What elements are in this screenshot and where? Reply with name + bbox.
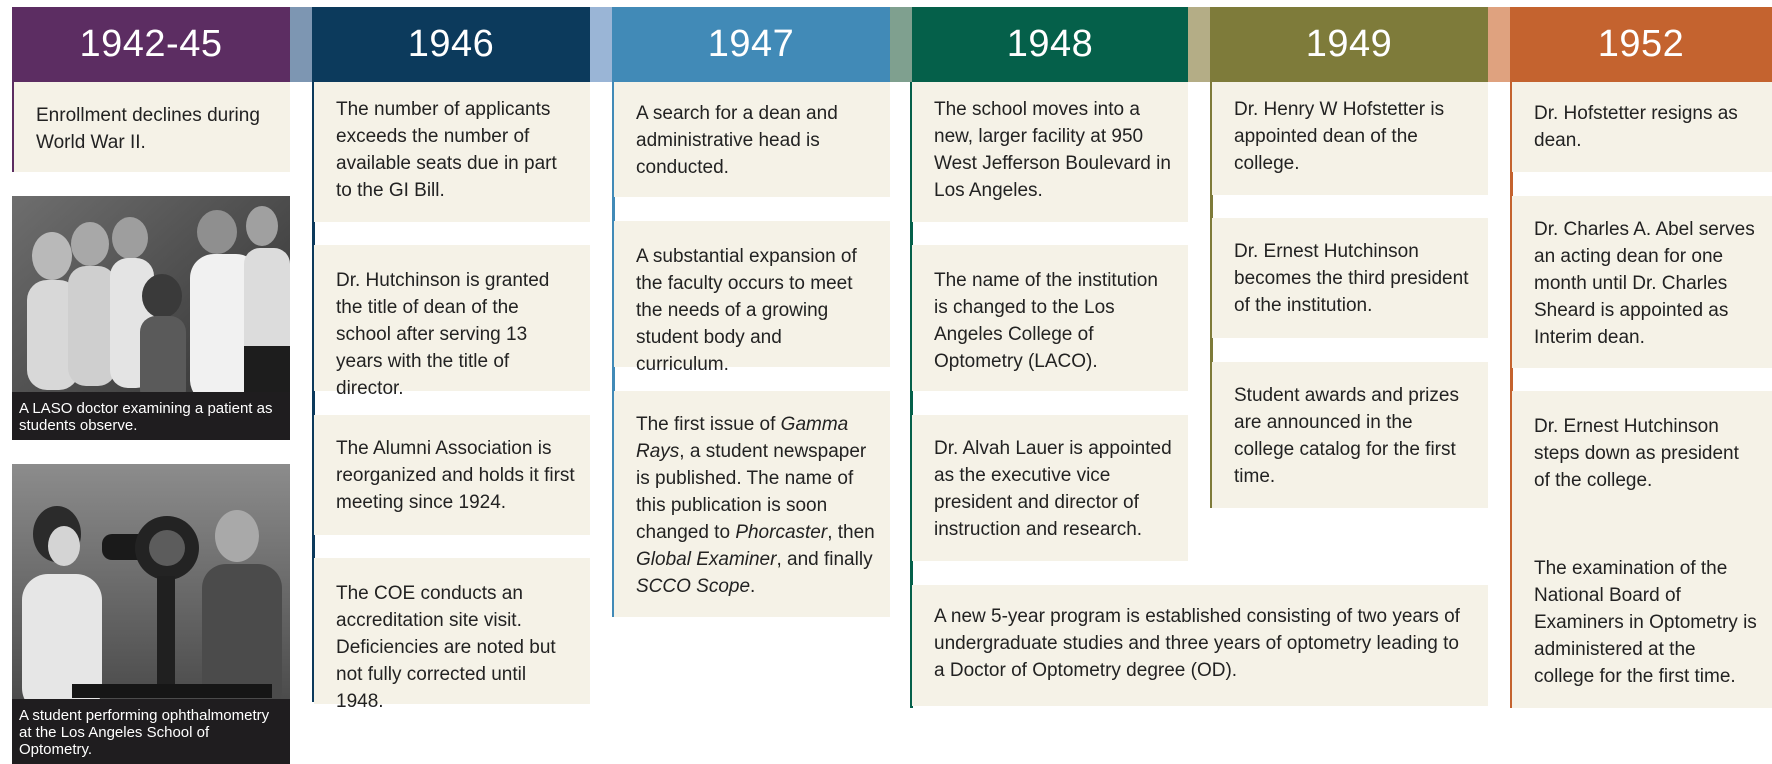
event-card: Dr. Hutchinson is granted the title of d… [314,245,590,399]
event-card: The school moves into a new, larger faci… [912,82,1188,222]
header-gap [1188,7,1210,82]
event-card: The number of applicants exceeds the num… [314,82,590,222]
event-card: Dr. Henry W Hofstetter is appointed dean… [1212,82,1488,195]
photo-ophthalmometry: A student performing ophthalmometry at t… [12,464,290,764]
event-card: A substantial expansion of the faculty o… [614,221,890,375]
event-card: Dr. Charles A. Abel serves an acting dea… [1512,196,1772,368]
event-card: Dr. Ernest Hutchinson steps down as pres… [1512,391,1772,537]
timeline-line-1942 [12,82,15,172]
timeline-line-1946 [312,82,315,702]
timeline-line-1952 [1510,82,1513,708]
timeline-line-1948 [910,82,913,708]
header-band-1942 [12,7,290,82]
photo-caption: A student performing ophthalmometry at t… [12,699,290,764]
event-card: Dr. Alvah Lauer is appointed as the exec… [912,415,1188,561]
header-gap [290,7,312,82]
gamma-text: , then [827,522,875,543]
gamma-text: . [750,576,756,597]
event-card: Student awards and prizes are announced … [1212,362,1488,508]
event-card: The first issue of Gamma Rays, a student… [614,391,890,617]
header-gap [590,7,612,82]
timeline-line-1947 [612,82,615,617]
header-band-1948 [912,7,1210,82]
event-card: The COE conducts an accreditation site v… [314,558,590,712]
global-examiner-title: Global Examiner [636,549,777,570]
scco-scope-title: SCCO Scope [636,576,751,597]
event-card: A search for a dean and administrative h… [614,82,890,197]
year-label-1948: 1948 [1006,23,1094,65]
event-card: The Alumni Association is reorganized an… [314,415,590,535]
year-label-1942: 1942-45 [79,23,223,65]
header-gap [1488,7,1510,82]
photo-caption: A LASO doctor examining a patient as stu… [12,392,290,440]
year-label-1947: 1947 [707,23,795,65]
event-card-wide: A new 5-year program is established cons… [912,585,1488,706]
gamma-text: , a student newspaper is published. The … [636,441,867,543]
event-card: Dr. Hofstetter resigns as dean. [1512,82,1772,172]
header-band-1946 [312,7,590,82]
year-label-1949: 1949 [1305,23,1393,65]
header-band-1952 [1510,7,1772,82]
gamma-text: The first issue of [636,414,781,435]
photo-laso-doctor: A LASO doctor examining a patient as stu… [12,196,290,440]
timeline-line-1949 [1210,82,1213,508]
header-band-1949 [1210,7,1488,82]
event-card: Dr. Ernest Hutchinson becomes the third … [1212,218,1488,338]
phorcaster-title: Phorcaster [735,522,828,543]
event-card: The examination of the National Board of… [1512,535,1772,708]
gamma-text: , and finally [776,549,873,570]
event-card: Enrollment declines during World War II. [14,82,290,172]
header-band-1947 [612,7,890,82]
year-label-1952: 1952 [1597,23,1685,65]
event-card: The name of the institution is changed t… [912,245,1188,391]
gamma-title: Gamma Rays [636,414,849,462]
year-label-1946: 1946 [407,23,495,65]
header-gap [890,7,912,82]
